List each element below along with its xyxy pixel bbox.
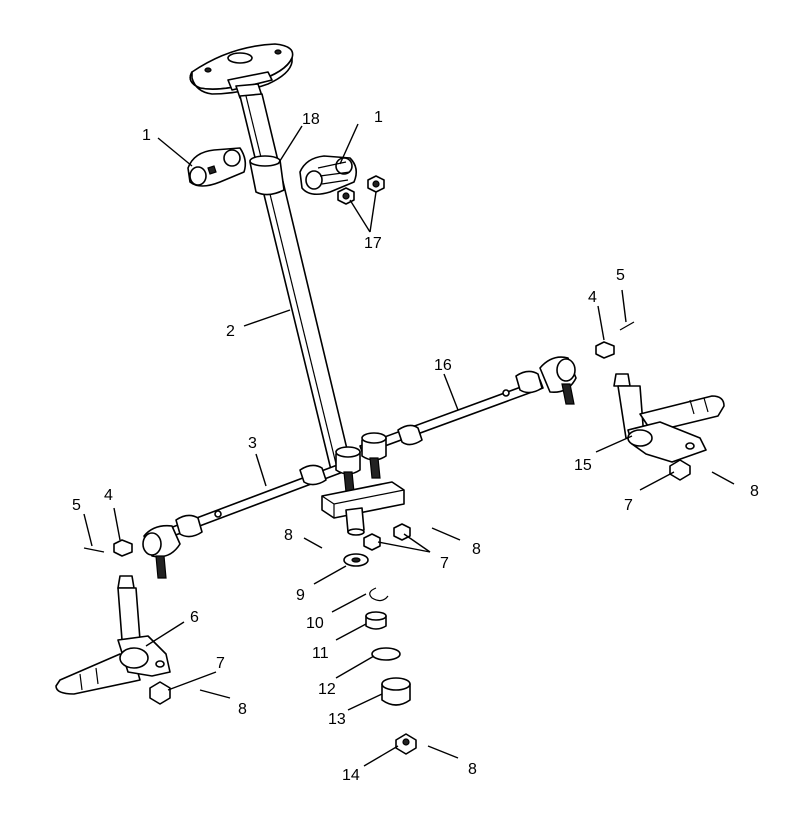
callout-8-bracket-left: 8 — [284, 527, 293, 544]
callout-7-right: 7 — [624, 497, 633, 514]
spindle-left — [55, 575, 171, 695]
callout-5-left: 5 — [72, 497, 81, 514]
spindle-right — [613, 373, 725, 463]
callout-15: 15 — [574, 457, 592, 474]
callout-4-right: 4 — [588, 289, 597, 306]
bracket-lock-nuts — [363, 523, 411, 551]
callout-5-right: 5 — [616, 267, 625, 284]
callout-6: 6 — [190, 609, 199, 626]
callout-17: 17 — [364, 235, 382, 252]
steering-post-bushing — [249, 155, 285, 196]
callout-11: 11 — [312, 645, 329, 662]
snap-ring — [369, 587, 389, 602]
handlebar-clamp-right — [299, 155, 358, 196]
steering-arm-ball-joints — [335, 432, 387, 493]
castle-nut-left — [113, 539, 133, 557]
bushing-small — [365, 611, 387, 630]
steering-post — [235, 83, 353, 475]
callout-2: 2 — [226, 323, 235, 340]
callout-8-left: 8 — [238, 701, 247, 718]
tie-rod-right — [359, 356, 577, 455]
lock-nut-bottom — [395, 733, 417, 755]
callout-14: 14 — [342, 767, 360, 784]
washer-hole — [351, 557, 361, 563]
callout-3: 3 — [248, 435, 257, 452]
callout-1-right: 1 — [374, 109, 383, 126]
callout-13: 13 — [328, 711, 346, 728]
callout-7-bracket: 7 — [440, 555, 449, 572]
bearing — [381, 677, 411, 706]
callout-9: 9 — [296, 587, 305, 604]
callout-4-left: 4 — [104, 487, 113, 504]
callout-8-bracket-right: 8 — [472, 541, 481, 558]
callout-8-bottom: 8 — [468, 761, 477, 778]
callout-labels: 1 1 18 17 2 16 3 5 4 4 5 15 7 8 8 8 7 9 … — [72, 109, 759, 784]
callout-7-left: 7 — [216, 655, 225, 672]
spindle-right-nut — [669, 459, 691, 481]
steering-post-lower-bracket — [321, 481, 405, 536]
callout-18: 18 — [302, 111, 320, 128]
callout-16: 16 — [434, 357, 452, 374]
cotter-pin-left — [83, 547, 105, 553]
callout-10: 10 — [306, 615, 324, 632]
callout-1-left: 1 — [142, 127, 151, 144]
leader-lines — [83, 123, 735, 767]
seal — [371, 647, 401, 661]
callout-8-right: 8 — [750, 483, 759, 500]
cotter-pin-right — [619, 321, 635, 331]
tie-rod-left — [142, 463, 344, 579]
handlebar-clamp-left — [187, 147, 247, 187]
castle-nut-right — [595, 341, 615, 359]
spindle-left-nut — [149, 681, 171, 705]
callout-12: 12 — [318, 681, 336, 698]
